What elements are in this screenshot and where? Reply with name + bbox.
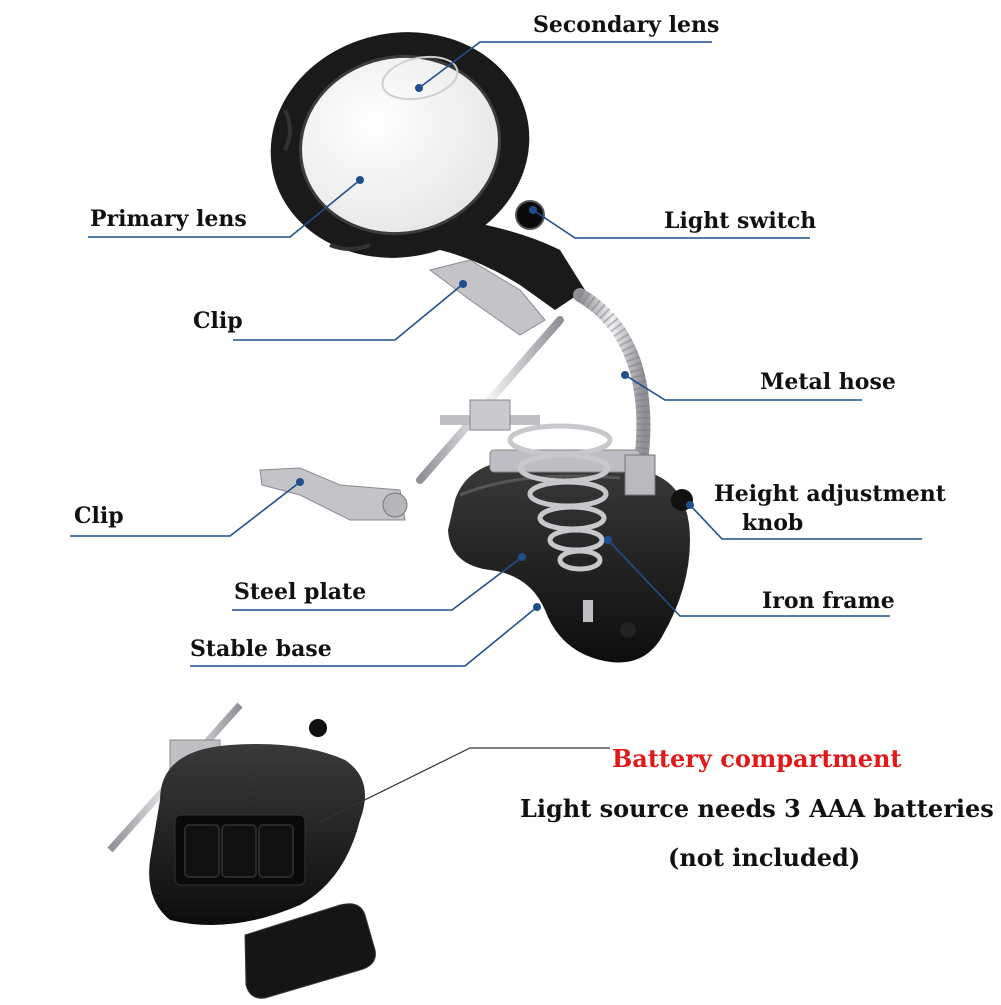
label-secondary-lens: Secondary lens xyxy=(533,12,720,38)
iron-frame-spring xyxy=(507,423,613,572)
leader-secondary-lens xyxy=(418,41,712,89)
battery-cover xyxy=(244,903,376,999)
dot-metal-hose xyxy=(621,371,629,379)
dot-stable-base xyxy=(533,603,541,611)
leader-height-knob xyxy=(689,504,922,540)
battery-view xyxy=(107,702,376,999)
label-stable-base: Stable base xyxy=(190,636,332,662)
dot-light-switch xyxy=(529,206,537,214)
label-height-adjustment: Height adjustment xyxy=(714,481,946,507)
label-clip-upper: Clip xyxy=(193,308,243,334)
leader-dots xyxy=(296,84,694,611)
base-knob xyxy=(620,622,636,638)
clip-upper-shape xyxy=(428,259,546,336)
leader-iron-frame xyxy=(607,539,890,617)
battery-note-line1: Light source needs 3 AAA batteries xyxy=(520,794,994,823)
metal-hose-ribs xyxy=(576,288,651,471)
dot-height-knob xyxy=(686,501,694,509)
battery-compartment-title: Battery compartment xyxy=(612,744,902,773)
label-iron-frame: Iron frame xyxy=(762,588,895,614)
leader-clip-lower xyxy=(70,481,301,537)
post xyxy=(583,600,593,622)
label-metal-hose: Metal hose xyxy=(760,369,896,395)
dot-iron-frame xyxy=(604,536,612,544)
soldering-iron-holder xyxy=(489,423,693,638)
label-light-switch: Light switch xyxy=(664,208,817,234)
leader-battery xyxy=(319,747,610,823)
grip-ridge xyxy=(329,243,371,251)
grip-ridge xyxy=(283,109,292,151)
label-height-adjustment-knob: knob xyxy=(742,510,804,536)
lens-handle xyxy=(440,220,585,310)
light-switch-button xyxy=(515,200,545,230)
battery-note-line2: (not included) xyxy=(668,843,861,872)
leader-steel-plate xyxy=(232,556,523,611)
leader-lines xyxy=(70,41,922,667)
hose-mount xyxy=(624,454,656,496)
leader-light-switch xyxy=(532,209,810,239)
dot-clip-upper xyxy=(459,280,467,288)
label-primary-lens: Primary lens xyxy=(90,206,247,232)
metal-hose xyxy=(573,288,651,477)
label-clip-lower: Clip xyxy=(74,503,124,529)
primary-lens-glass xyxy=(298,54,502,236)
label-steel-plate: Steel plate xyxy=(234,579,367,605)
magnifier-head xyxy=(270,32,585,310)
dot-primary-lens xyxy=(356,176,364,184)
arm-joint xyxy=(469,399,511,431)
leader-stable-base xyxy=(190,606,538,667)
dot-secondary-lens xyxy=(415,84,423,92)
secondary-lens-glass xyxy=(381,55,459,101)
leader-clip-upper xyxy=(233,283,464,341)
leader-metal-hose xyxy=(624,374,862,401)
clip-lower-shape xyxy=(259,467,406,521)
battery-cells xyxy=(184,824,294,878)
bottom-knob xyxy=(309,719,327,737)
dot-clip-lower xyxy=(296,478,304,486)
leader-primary-lens xyxy=(88,179,361,238)
dot-steel-plate xyxy=(518,553,526,561)
clip-joint xyxy=(382,492,408,518)
